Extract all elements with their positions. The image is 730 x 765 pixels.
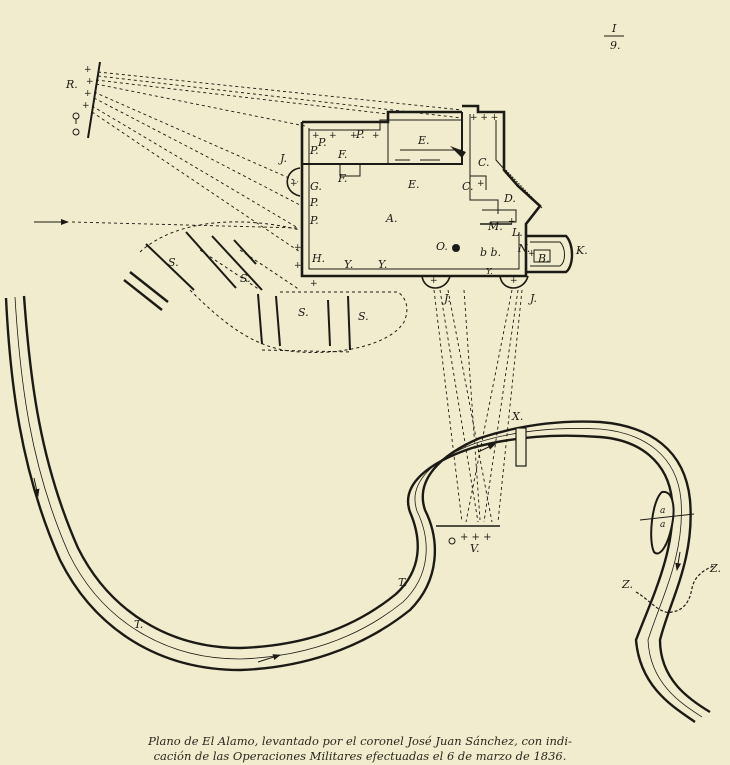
svg-text:+: + — [294, 243, 302, 253]
label-c2: C. — [462, 180, 474, 193]
battery-j-south2 — [499, 275, 529, 289]
svg-text:+: + — [290, 179, 298, 189]
svg-text:+: + — [350, 131, 358, 141]
svg-text:+: + — [528, 249, 536, 259]
wall-cannons: + + + + + + + + + + + + + + + + — [290, 113, 536, 289]
well-o — [452, 244, 460, 252]
label-g: G. — [310, 180, 322, 193]
label-j3: J. — [528, 292, 537, 305]
river-bank-inner — [22, 295, 696, 723]
label-j2: J. — [442, 292, 451, 305]
label-y-small: Y. — [486, 267, 493, 276]
svg-text:+: + — [84, 89, 92, 99]
svg-text:+: + — [477, 179, 485, 189]
fort — [286, 104, 574, 289]
label-z2: Z. — [709, 562, 721, 575]
battery-j-south1 — [421, 275, 451, 289]
fort-main-wall-inner — [308, 128, 520, 270]
long-barracks — [302, 112, 463, 165]
church — [462, 104, 542, 232]
label-m: M. — [487, 220, 503, 233]
label-y2: Y. — [378, 258, 387, 271]
river-bank-outer — [4, 297, 711, 714]
label-j1: J. — [278, 152, 287, 165]
ford-z — [635, 565, 715, 613]
svg-text:+: + — [329, 131, 337, 141]
label-e2: E. — [407, 178, 420, 191]
svg-text:+: + — [310, 279, 318, 289]
label-t2: T. — [398, 576, 407, 589]
label-k: K. — [575, 244, 588, 257]
bridge-x — [515, 427, 527, 467]
label-p3: P. — [309, 144, 319, 157]
battery-j-west — [286, 167, 301, 197]
label-o: O. — [436, 240, 448, 253]
label-s4: S. — [358, 310, 369, 323]
fort-north-wall — [302, 110, 462, 124]
caption-line-1: Plano de El Alamo, levantado por el coro… — [148, 734, 572, 748]
line-of-fire-west — [34, 219, 301, 229]
label-r: R. — [65, 78, 78, 91]
svg-text:+: + — [510, 276, 518, 286]
label-t1: T. — [134, 618, 143, 631]
label-v: V. — [470, 542, 480, 555]
label-p5: P. — [309, 214, 319, 227]
map-caption: Plano de El Alamo, levantado por el coro… — [100, 734, 620, 764]
crossing-v: + + + — [436, 525, 500, 545]
svg-text:+: + — [372, 131, 380, 141]
river — [4, 295, 711, 723]
label-l: L. — [511, 226, 523, 239]
siege-works-s — [123, 221, 408, 353]
label-a2: a — [660, 520, 665, 530]
caption-line-2: cación de las Operaciones Militares efec… — [153, 749, 567, 763]
label-s1: S. — [168, 256, 179, 269]
sheet-mark: I 9. — [604, 22, 624, 52]
label-p2: P. — [355, 128, 365, 141]
label-s3: S. — [298, 306, 309, 319]
svg-text:+: + — [508, 217, 516, 227]
svg-text:+: + — [312, 131, 320, 141]
label-p4: P. — [309, 196, 319, 209]
svg-text:+ + +: + + + — [470, 113, 498, 123]
svg-text:+: + — [84, 65, 92, 75]
svg-text:+ + +: + + + — [460, 532, 492, 543]
svg-text:+: + — [430, 276, 438, 286]
lines-of-fire-v — [433, 289, 523, 523]
lunette-k — [526, 234, 574, 274]
river-centerline — [14, 296, 703, 718]
river-flow-arrows — [33, 443, 682, 663]
label-a: A. — [385, 212, 397, 225]
svg-text:+: + — [82, 101, 90, 111]
fort-main-wall — [300, 122, 528, 278]
label-bb: b b. — [480, 246, 501, 259]
label-b: B. — [537, 252, 550, 265]
label-n: N. — [517, 242, 530, 255]
label-f2: F. — [337, 172, 347, 185]
label-d: D. — [503, 192, 516, 205]
label-x: X. — [511, 410, 523, 423]
svg-text:+: + — [294, 261, 302, 271]
label-f1: F. — [337, 148, 347, 161]
svg-text:+: + — [86, 77, 94, 87]
label-c1: C. — [478, 156, 490, 169]
label-s2: S. — [240, 272, 251, 285]
map-labels: R. P. P. P. P. P. F. F. E. E. C. C. D. J… — [65, 78, 721, 631]
sheet-mark-top: I — [611, 22, 617, 35]
label-a1: a — [660, 506, 665, 516]
label-e1: E. — [417, 134, 430, 147]
label-p1: P. — [317, 136, 327, 149]
label-y1: Y. — [344, 258, 353, 271]
label-h: H. — [311, 252, 325, 265]
sheet-mark-bottom: 9. — [610, 39, 621, 52]
label-z1: Z. — [621, 578, 633, 591]
lines-of-fire-r — [91, 71, 463, 253]
battery-r: + + + + — [72, 61, 101, 139]
river-island — [639, 490, 695, 555]
